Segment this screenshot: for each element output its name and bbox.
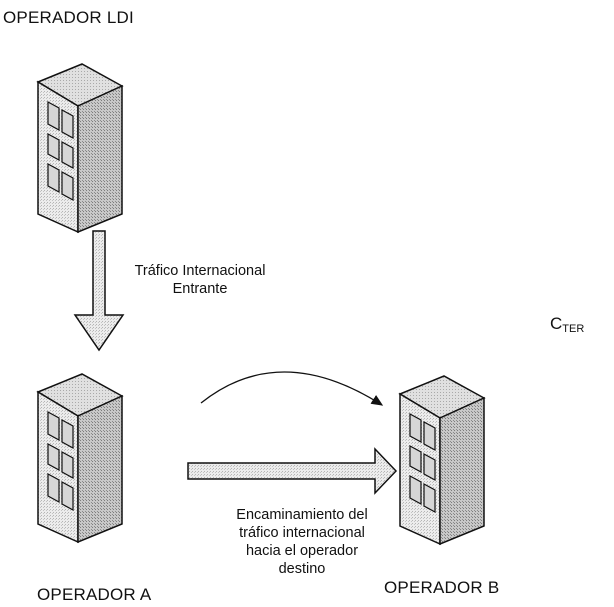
building-operador-b — [398, 375, 486, 546]
block-arrow-right-icon — [187, 447, 398, 495]
trafico-line-1: Tráfico Internacional — [134, 263, 266, 279]
encamin-line-4: destino — [278, 561, 326, 577]
cter-label: CTER — [550, 314, 585, 335]
encaminamiento-note: Encaminamiento del tráfico internacional… — [216, 506, 388, 578]
block-arrow-down-icon — [73, 230, 125, 352]
building-operador-ldi — [36, 63, 124, 234]
operador-a-label: OPERADOR A — [37, 585, 152, 604]
encamin-line-3: hacia el operador — [245, 543, 359, 559]
trafico-entrante-note: Tráfico Internacional Entrante — [120, 262, 280, 298]
encamin-line-2: tráfico internacional — [239, 525, 365, 541]
curved-arrow-icon — [200, 371, 384, 406]
trafico-line-2: Entrante — [172, 281, 228, 297]
operador-b-label: OPERADOR B — [384, 578, 500, 597]
operador-ldi-label: OPERADOR LDI — [3, 8, 134, 27]
building-operador-a — [36, 373, 124, 544]
encamin-line-1: Encaminamiento del — [236, 507, 368, 523]
